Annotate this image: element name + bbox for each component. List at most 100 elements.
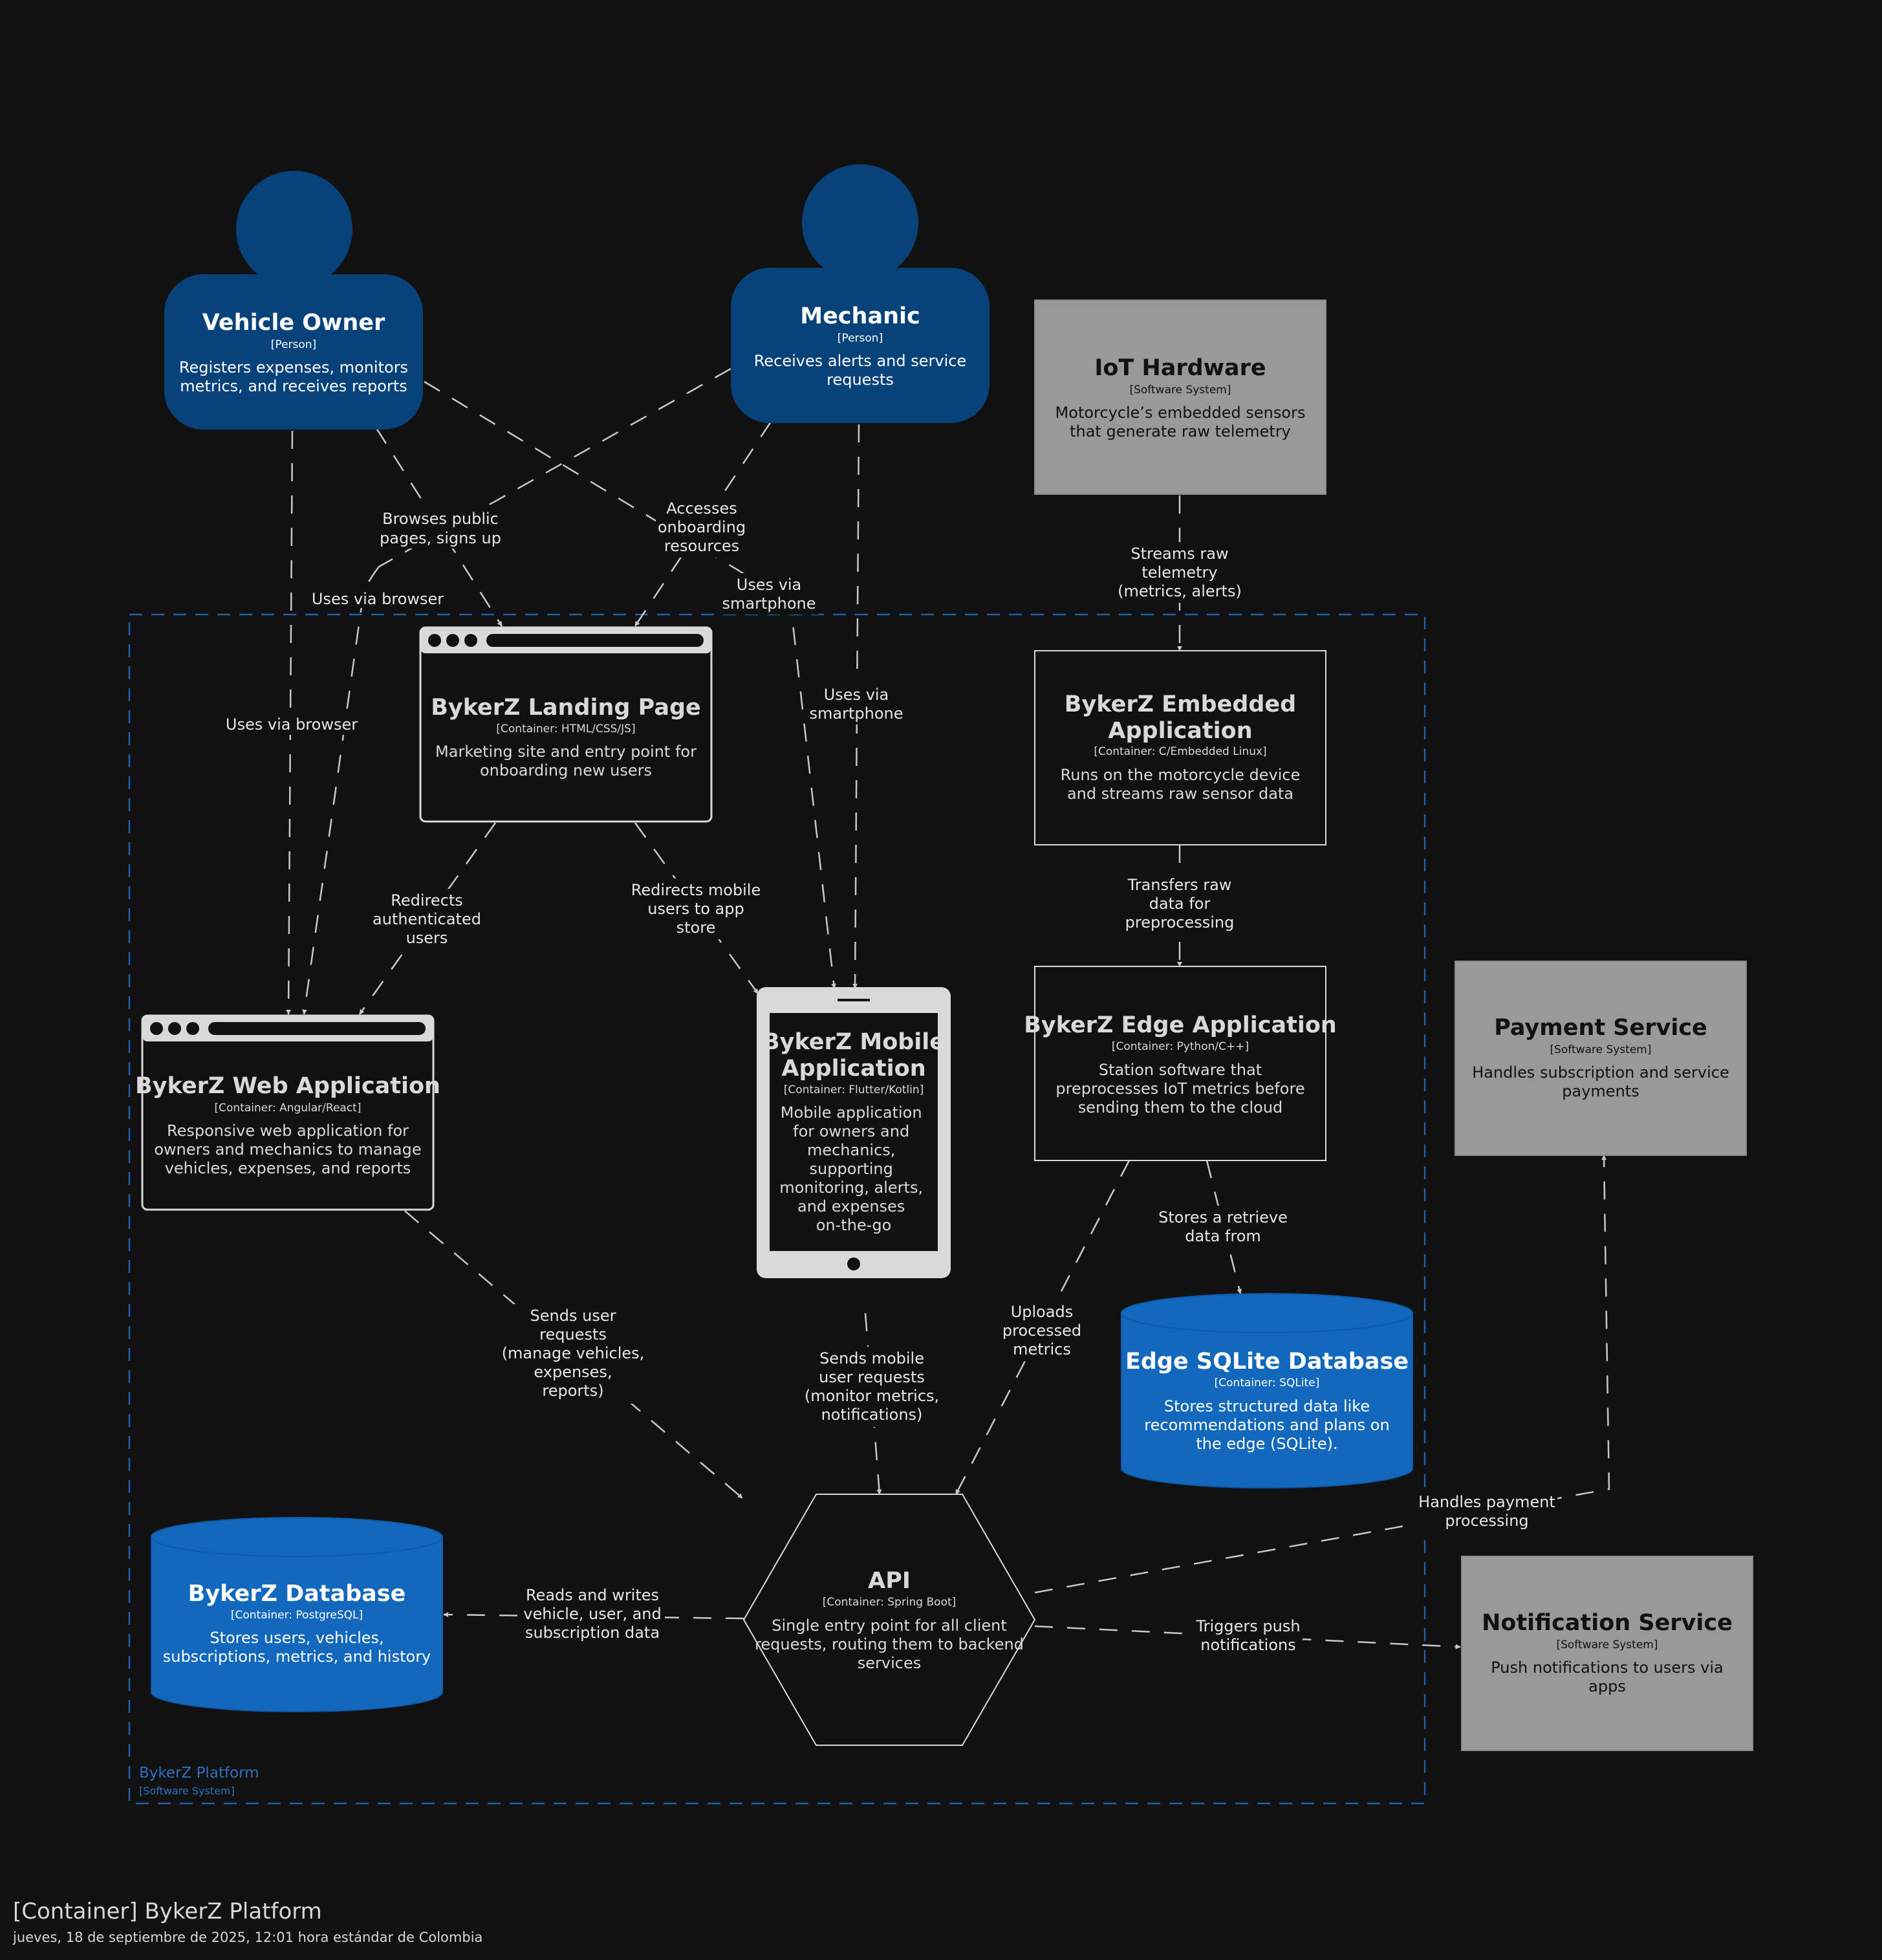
svg-text:Uses via browser: Uses via browser: [226, 715, 358, 734]
svg-text:[Person]: [Person]: [838, 332, 883, 345]
system-iot-hardware[interactable]: IoT Hardware [Software System] Motorcycl…: [1034, 299, 1326, 495]
address-bar-icon: [486, 634, 704, 647]
edge-webapp-api[interactable]: [404, 1210, 743, 1499]
container-bykerz-database[interactable]: BykerZ Database [Container: PostgreSQL] …: [151, 1517, 443, 1712]
address-bar-icon: [208, 1022, 426, 1035]
person-name: Mechanic: [800, 303, 920, 329]
svg-text:[Container: Angular/React]: [Container: Angular/React]: [215, 1102, 362, 1115]
edge-api-payment[interactable]: [1034, 1155, 1610, 1594]
edge-api-notification[interactable]: [1034, 1625, 1461, 1650]
edge-mechanic-webapp-2[interactable]: [302, 566, 380, 1015]
svg-text:[Container: C/Embedded Linux]: [Container: C/Embedded Linux]: [1094, 745, 1266, 758]
svg-text:Uses via browser: Uses via browser: [312, 590, 444, 608]
svg-text:[Software System]: [Software System]: [1556, 1639, 1658, 1651]
svg-text:Single entry point for all cli: Single entry point for all clientrequest…: [755, 1617, 1024, 1672]
svg-text:Stores users, vehicles,subscri: Stores users, vehicles,subscriptions, me…: [163, 1629, 431, 1666]
boundary-name: BykerZ Platform: [139, 1765, 259, 1781]
system-payment-service[interactable]: Payment Service [Software System] Handle…: [1455, 961, 1747, 1156]
svg-text:API: API: [868, 1568, 911, 1594]
container-edge-application[interactable]: BykerZ Edge Application [Container: Pyth…: [1024, 966, 1337, 1161]
svg-text:BykerZ Web Application: BykerZ Web Application: [135, 1073, 440, 1099]
svg-text:[Software System]: [Software System]: [1129, 384, 1231, 397]
svg-text:BykerZ Landing Page: BykerZ Landing Page: [431, 695, 701, 721]
diagram-title: [Container] BykerZ Platform: [13, 1899, 322, 1924]
svg-text:BykerZ Database: BykerZ Database: [188, 1581, 406, 1607]
edge-mechanic-landing[interactable]: [634, 421, 772, 627]
svg-text:Payment Service: Payment Service: [1494, 1015, 1707, 1041]
person-name: Vehicle Owner: [202, 310, 385, 336]
edge-landing-webapp[interactable]: [358, 822, 497, 1015]
svg-text:[Container: Spring Boot]: [Container: Spring Boot]: [823, 1596, 957, 1609]
svg-text:Edge SQLite Database: Edge SQLite Database: [1125, 1349, 1409, 1375]
person-type: [Person]: [838, 332, 883, 345]
container-api[interactable]: API [Container: Spring Boot] Single entr…: [742, 1494, 1036, 1746]
svg-text:Marketing site and entry point: Marketing site and entry point foronboar…: [435, 743, 697, 779]
svg-text:[Container: HTML/CSS/JS]: [Container: HTML/CSS/JS]: [496, 723, 635, 735]
speaker-icon: [838, 999, 870, 1001]
svg-text:[Software System]: [Software System]: [1550, 1043, 1651, 1056]
person-mechanic[interactable]: Mechanic [Person] Receives alerts and se…: [731, 164, 990, 423]
person-head-icon: [802, 164, 918, 281]
svg-text:Mechanic: Mechanic: [800, 303, 920, 329]
edge-owner-landing[interactable]: [375, 428, 503, 627]
svg-text:Notification Service: Notification Service: [1482, 1610, 1733, 1636]
person-vehicle-owner[interactable]: Vehicle Owner [Person] Registers expense…: [164, 171, 423, 430]
svg-text:[Container: Flutter/Kotlin]: [Container: Flutter/Kotlin]: [784, 1083, 924, 1096]
boundary-type: [Software System]: [139, 1785, 235, 1797]
edge-api-db[interactable]: [443, 1612, 744, 1620]
svg-text:[Container: PostgreSQL]: [Container: PostgreSQL]: [231, 1609, 363, 1622]
container-web-application[interactable]: BykerZ Web Application [Container: Angul…: [135, 1014, 440, 1211]
person-head-icon: [236, 171, 352, 287]
container-edge-sqlite-database[interactable]: Edge SQLite Database [Container: SQLite]…: [1121, 1293, 1413, 1488]
system-notification-service[interactable]: Notification Service [Software System] P…: [1461, 1556, 1753, 1751]
svg-text:BykerZ Edge Application: BykerZ Edge Application: [1024, 1012, 1337, 1038]
edge-mechanic-mobile[interactable]: [852, 424, 860, 989]
label-uses-via-browser-mechanic: Uses via browser: [222, 713, 361, 735]
container-landing-page[interactable]: BykerZ Landing Page [Container: HTML/CSS…: [419, 626, 713, 823]
svg-text:[Person]: [Person]: [271, 338, 316, 351]
label-uses-via-browser-owner: Uses via browser: [309, 586, 448, 608]
